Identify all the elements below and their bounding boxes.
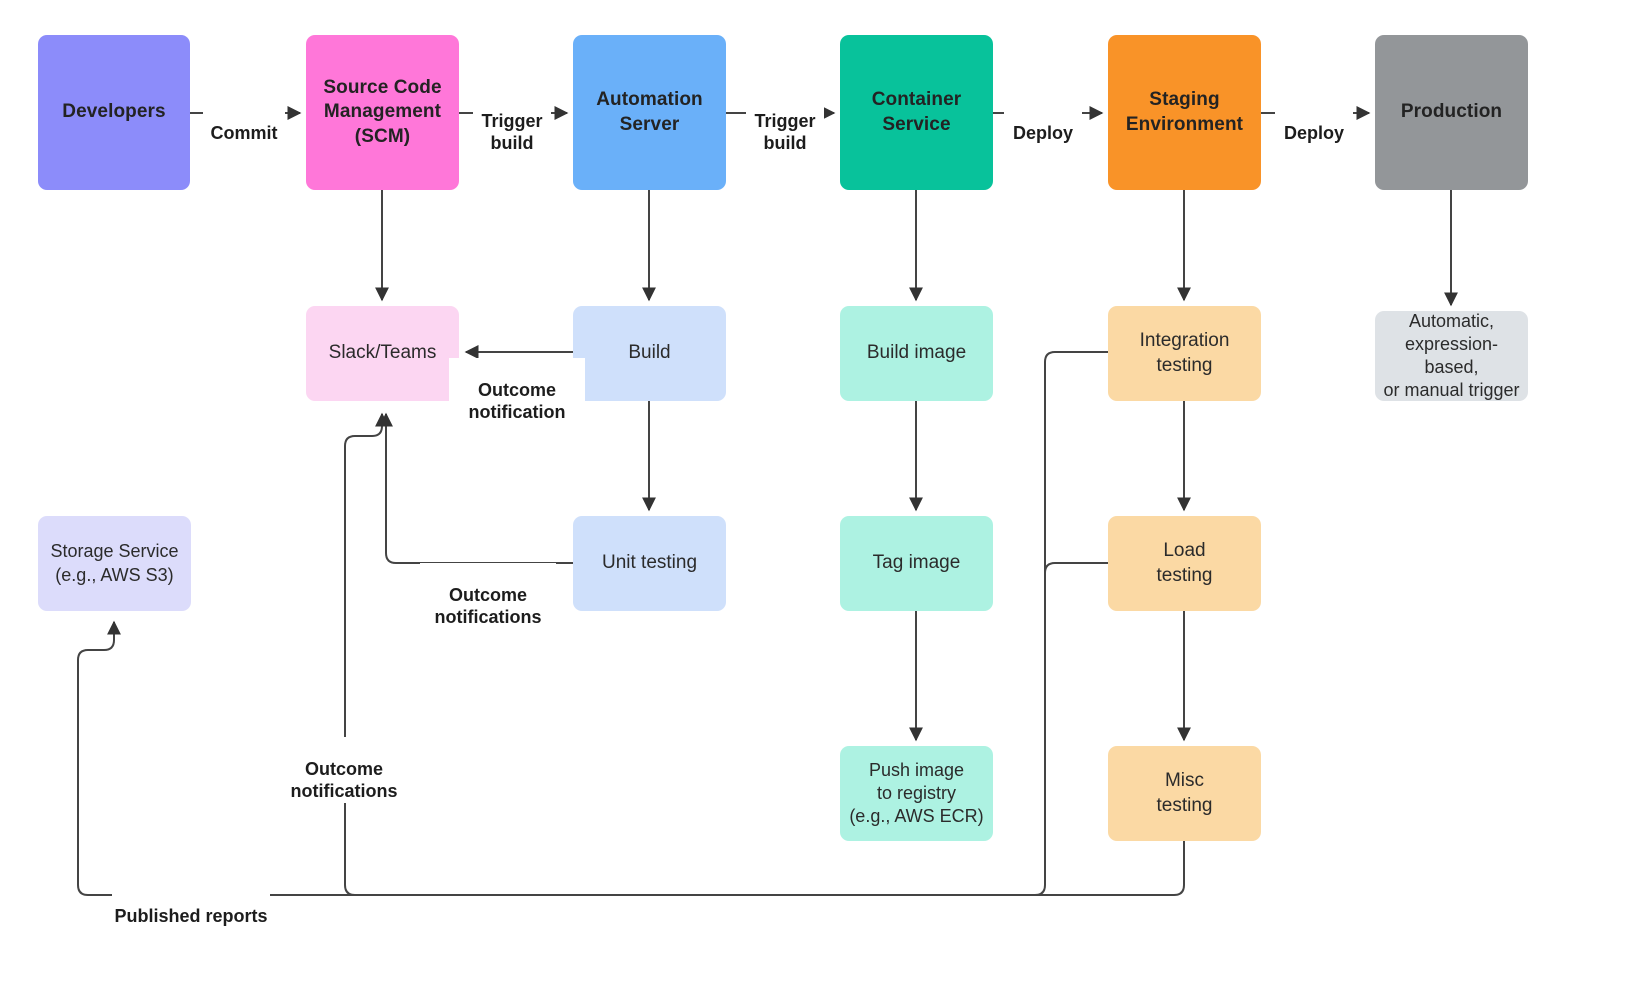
edge-unit-testing-to-slack [379,412,573,564]
node-storage-service-label: Storage Service (e.g., AWS S3) [50,541,179,585]
edge-label-outcome-notifications-unit: Outcome notifications [420,563,556,629]
node-container-service[interactable]: Container Service [840,35,993,190]
node-unit-testing[interactable]: Unit testing [573,516,726,611]
node-misc-testing[interactable]: Misc testing [1108,746,1261,841]
edge-label-outcome-notifications-unit-text: Outcome notifications [434,584,542,627]
edge-label-commit: Commit [203,101,285,145]
edge-load-testing-left-stub [1044,562,1108,885]
edge-label-trigger-build-1: Trigger build [473,89,551,155]
node-build[interactable]: Build [573,306,726,401]
node-production[interactable]: Production [1375,35,1528,190]
node-build-label: Build [628,342,671,364]
node-slack-teams-label: Slack/Teams [328,342,437,364]
node-storage-service[interactable]: Storage Service (e.g., AWS S3) [38,516,191,611]
edge-label-trigger-build-1-text: Trigger build [481,110,543,153]
edge-label-deploy-2-text: Deploy [1283,122,1344,143]
edge-label-trigger-build-2-text: Trigger build [754,110,816,153]
node-automation-server-label: Automation Server [596,89,703,135]
edge-label-deploy-1: Deploy [1004,101,1082,145]
node-integration-testing-label: Integration testing [1139,330,1230,376]
edge-label-outcome-notification-text: Outcome notification [468,379,566,422]
edge-label-commit-text: Commit [210,122,278,143]
node-push-image-to-registry-label: Push image to registry (e.g., AWS ECR) [849,759,984,827]
node-integration-testing[interactable]: Integration testing [1108,306,1261,401]
node-developers-label: Developers [62,101,166,123]
edge-label-published-reports-text: Published reports [114,905,268,926]
node-developers[interactable]: Developers [38,35,190,190]
node-tag-image-label: Tag image [872,552,961,574]
node-build-image[interactable]: Build image [840,306,993,401]
node-staging-environment-label: Staging Environment [1125,89,1244,135]
edge-label-deploy-2: Deploy [1275,101,1353,145]
edge-bottom-trunk-to-slack [344,412,1185,896]
node-misc-testing-label: Misc testing [1156,770,1213,816]
edge-label-deploy-1-text: Deploy [1012,122,1073,143]
node-source-code-management-label: Source Code Management (SCM) [323,77,442,147]
node-source-code-management[interactable]: Source Code Management (SCM) [306,35,459,190]
node-build-image-label: Build image [866,342,967,364]
edge-label-trigger-build-2: Trigger build [746,89,824,155]
node-load-testing-label: Load testing [1156,540,1213,586]
node-production-label: Production [1400,101,1503,123]
node-automation-server[interactable]: Automation Server [573,35,726,190]
edge-label-outcome-notifications-bottom-text: Outcome notifications [290,758,398,801]
node-push-image-to-registry[interactable]: Push image to registry (e.g., AWS ECR) [840,746,993,841]
edge-integration-testing-left-stub [1044,351,1108,885]
edge-label-published-reports: Published reports [112,884,270,928]
edge-label-outcome-notifications-bottom: Outcome notifications [276,737,412,803]
node-unit-testing-label: Unit testing [601,552,698,574]
node-slack-teams[interactable]: Slack/Teams [306,306,459,401]
node-production-trigger[interactable]: Automatic, expression-based, or manual t… [1375,311,1528,401]
node-load-testing[interactable]: Load testing [1108,516,1261,611]
node-container-service-label: Container Service [871,89,962,135]
node-staging-environment[interactable]: Staging Environment [1108,35,1261,190]
node-tag-image[interactable]: Tag image [840,516,993,611]
edge-label-outcome-notification: Outcome notification [449,358,585,424]
node-production-trigger-label: Automatic, expression-based, or manual t… [1383,310,1520,401]
edge-bottom-trunk-join-1045 [1000,884,1046,896]
